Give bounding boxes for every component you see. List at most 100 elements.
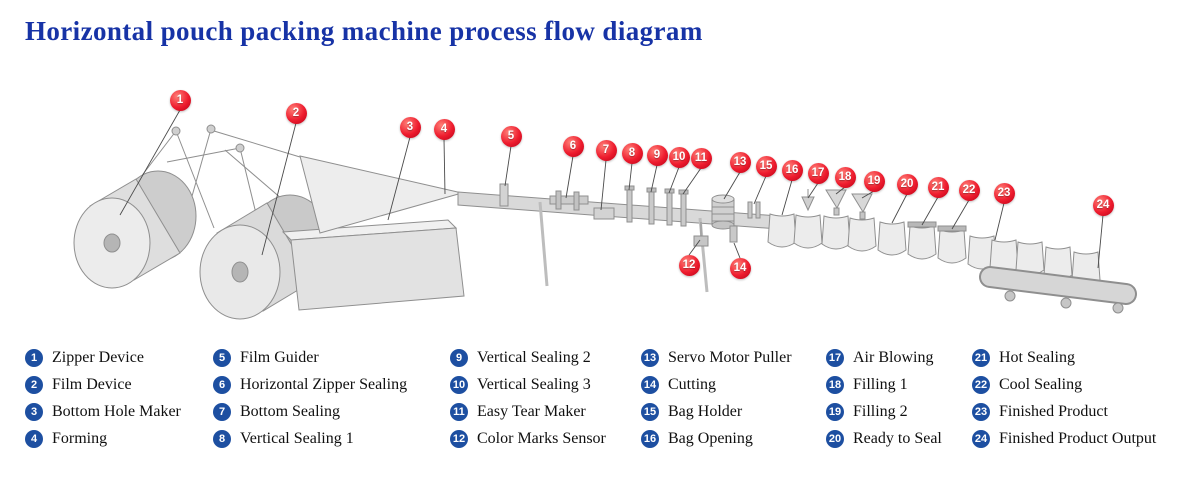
callout-7: 7 — [595, 139, 617, 161]
legend-number-badge: 8 — [213, 430, 231, 448]
callout-4: 4 — [433, 118, 455, 140]
legend-number-badge: 1 — [25, 349, 43, 367]
callout-2: 2 — [285, 102, 307, 124]
legend-item-18: 18 Filling 1 — [826, 374, 942, 396]
callout-16: 16 — [781, 159, 803, 181]
legend-number-badge: 2 — [25, 376, 43, 394]
callout-20: 20 — [896, 173, 918, 195]
legend-label: Air Blowing — [853, 349, 934, 366]
legend-label: Vertical Sealing 3 — [477, 376, 591, 393]
legend-number-badge: 11 — [450, 403, 468, 421]
legend-label: Bag Opening — [668, 430, 753, 447]
legend-number-badge: 17 — [826, 349, 844, 367]
legend-label: Filling 1 — [853, 376, 908, 393]
legend-item-17: 17 Air Blowing — [826, 347, 942, 369]
forming-unit — [281, 155, 465, 311]
legend-item-6: 6 Horizontal Zipper Sealing — [213, 374, 407, 396]
legend-label: Easy Tear Maker — [477, 403, 586, 420]
legend-label: Cutting — [668, 376, 717, 393]
callout-14: 14 — [729, 257, 751, 279]
legend-number-badge: 22 — [972, 376, 990, 394]
legend-label: Filling 2 — [853, 403, 908, 420]
legend-number-badge: 3 — [25, 403, 43, 421]
legend-label: Vertical Sealing 2 — [477, 349, 591, 366]
pouch-stations — [767, 213, 967, 264]
callout-3: 3 — [399, 116, 421, 138]
legend-label: Film Device — [52, 376, 132, 393]
callout-1: 1 — [169, 89, 191, 111]
legend-item-22: 22 Cool Sealing — [972, 374, 1156, 396]
callout-23: 23 — [993, 182, 1015, 204]
callout-17: 17 — [807, 162, 829, 184]
legend-number-badge: 23 — [972, 403, 990, 421]
legend-number-badge: 10 — [450, 376, 468, 394]
callout-leader-lines — [119, 109, 1104, 269]
legend-label: Bottom Hole Maker — [52, 403, 181, 420]
legend-item-5: 5 Film Guider — [213, 347, 407, 369]
legend-item-20: 20 Ready to Seal — [826, 428, 942, 450]
output-conveyor — [979, 241, 1137, 314]
legend-item-9: 9 Vertical Sealing 2 — [450, 347, 606, 369]
legend-label: Finished Product Output — [999, 430, 1157, 447]
legend-label: Servo Motor Puller — [668, 349, 792, 366]
legend-item-16: 16 Bag Opening — [641, 428, 792, 450]
servo-motor-puller — [711, 194, 735, 230]
legend-label: Hot Sealing — [999, 349, 1075, 366]
legend-item-23: 23 Finished Product — [972, 401, 1156, 423]
page-title: Horizontal pouch packing machine process… — [25, 16, 703, 46]
legend-number-badge: 13 — [641, 349, 659, 367]
color-marks-sensor — [693, 222, 709, 247]
legend-label: Horizontal Zipper Sealing — [240, 376, 408, 393]
cutting-unit — [729, 225, 738, 243]
legend-number-badge: 9 — [450, 349, 468, 367]
legend-label: Bag Holder — [668, 403, 743, 420]
legend-item-2: 2 Film Device — [25, 374, 181, 396]
legend-item-7: 7 Bottom Sealing — [213, 401, 407, 423]
air-blowing-nozzle — [801, 189, 815, 212]
legend-number-badge: 15 — [641, 403, 659, 421]
legend-label: Forming — [52, 430, 108, 447]
legend-number-badge: 21 — [972, 349, 990, 367]
legend-number-badge: 16 — [641, 430, 659, 448]
horizontal-zipper-sealing — [549, 190, 589, 211]
film-roll-1 — [73, 170, 197, 289]
callout-15: 15 — [755, 155, 777, 177]
legend-item-13: 13 Servo Motor Puller — [641, 347, 792, 369]
legend-item-24: 24 Finished Product Output — [972, 428, 1156, 450]
legend-label: Cool Sealing — [999, 376, 1083, 393]
legend-number-badge: 5 — [213, 349, 231, 367]
callout-18: 18 — [834, 166, 856, 188]
legend-label: Film Guider — [240, 349, 319, 366]
legend-number-badge: 7 — [213, 403, 231, 421]
callout-24: 24 — [1092, 194, 1114, 216]
legend-label: Ready to Seal — [853, 430, 942, 447]
film-roll-2 — [199, 194, 331, 320]
machine-illustration — [73, 124, 1137, 320]
legend-number-badge: 20 — [826, 430, 844, 448]
legend-item-3: 3 Bottom Hole Maker — [25, 401, 181, 423]
bag-holder — [747, 201, 761, 219]
legend-label: Finished Product — [999, 403, 1108, 420]
legend-number-badge: 24 — [972, 430, 990, 448]
legend-number-badge: 6 — [213, 376, 231, 394]
callout-11: 11 — [690, 147, 712, 169]
legend-label: Zipper Device — [52, 349, 144, 366]
legend-item-10: 10 Vertical Sealing 3 — [450, 374, 606, 396]
callout-10: 10 — [668, 146, 690, 168]
legend-label: Bottom Sealing — [240, 403, 340, 420]
callout-5: 5 — [500, 125, 522, 147]
legend-number-badge: 18 — [826, 376, 844, 394]
legend-column-1: 1 Zipper Device 2 Film Device 3 Bottom Hole M… — [25, 347, 181, 455]
legend-item-1: 1 Zipper Device — [25, 347, 181, 369]
callout-19: 19 — [863, 170, 885, 192]
bottom-sealing — [593, 207, 615, 220]
legend-label: Color Marks Sensor — [477, 430, 606, 447]
